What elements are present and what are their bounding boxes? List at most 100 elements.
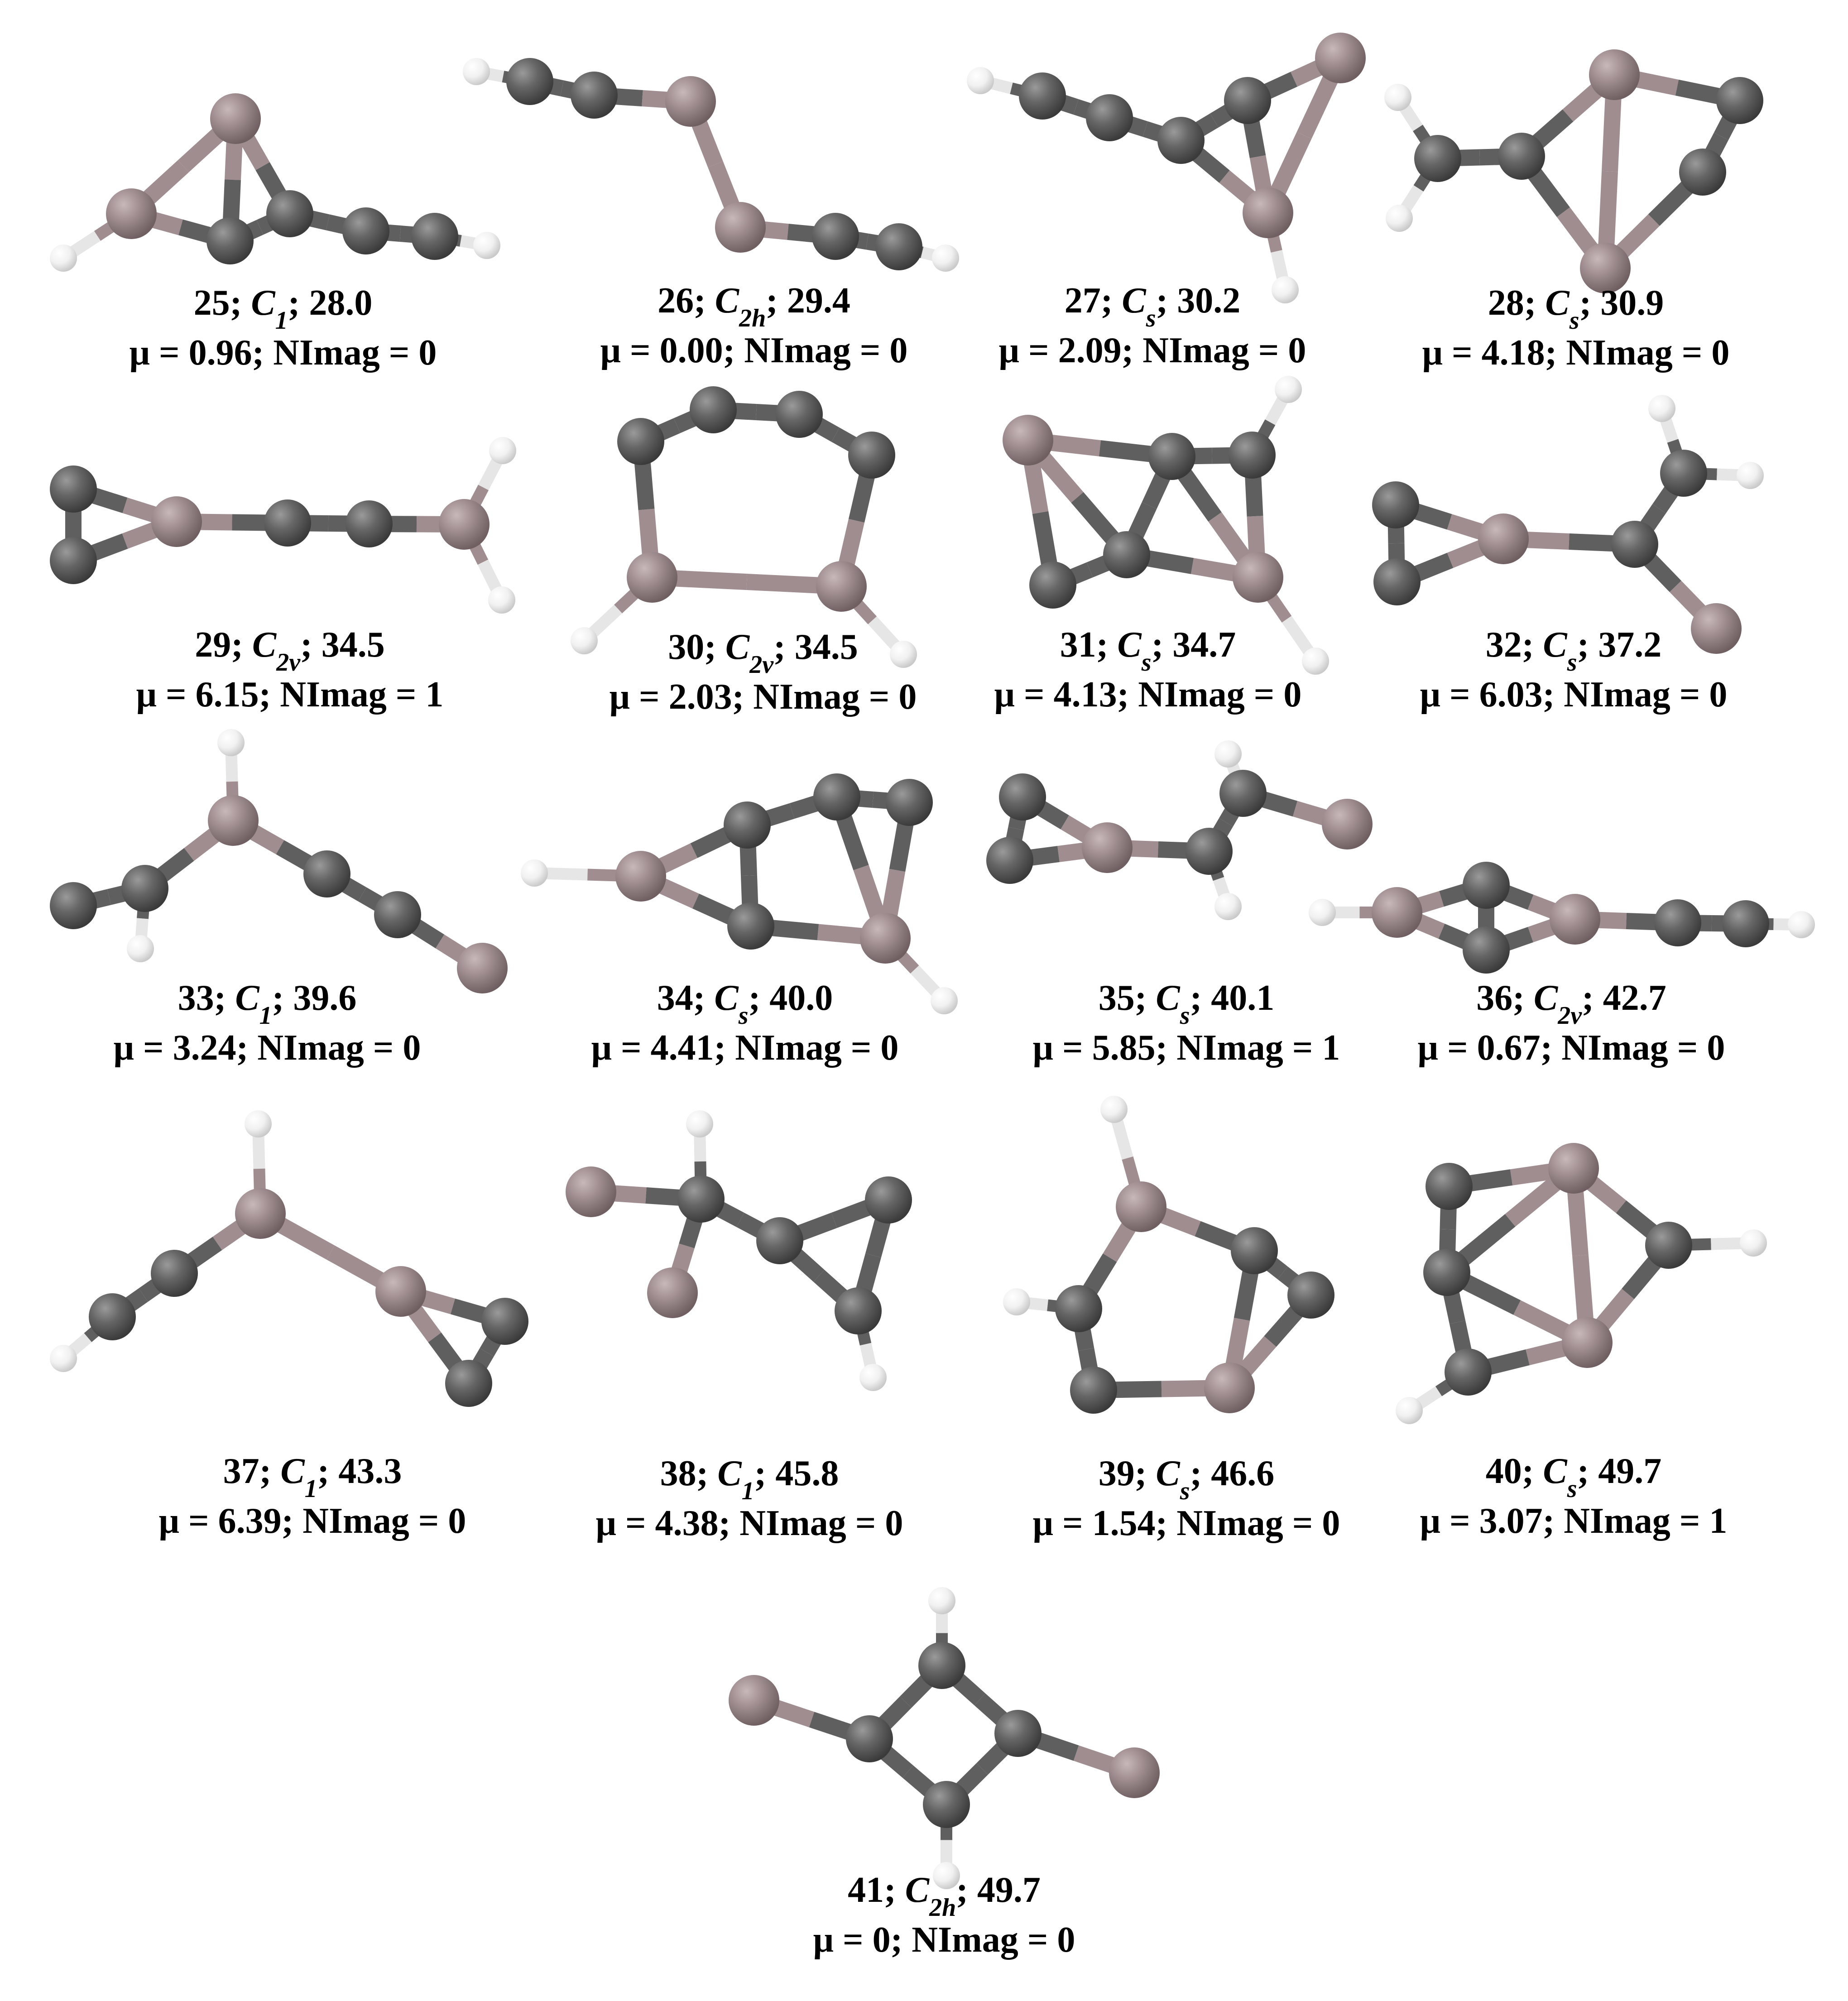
carbon-atom-26-1 [506, 58, 553, 105]
caption-line1-28: 28; Cs; 30.9 [1488, 283, 1664, 335]
caption-line1-41: 41; C2h; 49.7 [848, 1870, 1041, 1922]
caption-line2-29: μ = 6.15; NImag = 1 [136, 675, 444, 715]
boron-atom-35-6 [1322, 799, 1373, 849]
boron-atom-36-1 [1372, 887, 1422, 938]
caption-line2-27: μ = 2.09; NImag = 0 [999, 331, 1306, 370]
boron-atom-41-6 [729, 1675, 779, 1726]
carbon-atom-30-3 [690, 386, 737, 433]
boron-atom-41-7 [1109, 1747, 1160, 1798]
caption-line2-34: μ = 4.41; NImag = 0 [591, 1028, 899, 1068]
carbon-atom-31-4 [1229, 432, 1276, 479]
caption-line2-32: μ = 6.03; NImag = 0 [1420, 675, 1728, 715]
caption-line2-31: μ = 4.13; NImag = 0 [994, 675, 1302, 715]
carbon-atom-36-6 [1722, 900, 1769, 947]
carbon-atom-29-1 [50, 537, 97, 584]
boron-atom-25-0 [210, 93, 261, 144]
carbon-atom-30-2 [617, 418, 664, 465]
hydrogen-atom-39-0 [1100, 1096, 1128, 1123]
caption-line1-30: 30; C2v; 34.5 [668, 627, 858, 679]
hydrogen-atom-31-6 [1275, 376, 1302, 403]
hydrogen-atom-30-7 [890, 641, 917, 668]
carbon-atom-38-1 [677, 1176, 725, 1223]
boron-atom-40-0 [1548, 1143, 1599, 1194]
caption-line2-40: μ = 3.07; NImag = 1 [1420, 1501, 1728, 1541]
carbon-atom-28-3 [1679, 149, 1726, 196]
hydrogen-atom-37-0 [245, 1110, 272, 1137]
molecule-30: 30; C2v; 34.5μ = 2.03; NImag = 0 [571, 386, 917, 717]
caption-line1-32: 32; Cs; 37.2 [1486, 625, 1661, 677]
molecule-34: 34; Cs; 40.0μ = 4.41; NImag = 0 [521, 773, 958, 1068]
hydrogen-atom-33-0 [217, 729, 245, 756]
caption-line2-33: μ = 3.24; NImag = 0 [114, 1028, 421, 1068]
boron-atom-31-0 [1003, 415, 1053, 465]
caption-line2-35: μ = 5.85; NImag = 1 [1033, 1028, 1340, 1068]
carbon-atom-41-2 [994, 1710, 1042, 1757]
caption-line1-40: 40; Cs; 49.7 [1486, 1451, 1661, 1503]
carbon-atom-38-5 [865, 1176, 912, 1224]
carbon-atom-38-6 [835, 1287, 882, 1334]
molecule-38: 38; C1; 45.8μ = 4.38; NImag = 0 [566, 1110, 912, 1543]
caption-line2-36: μ = 0.67; NImag = 0 [1418, 1028, 1725, 1068]
boron-atom-36-4 [1550, 894, 1600, 945]
carbon-atom-40-4 [1445, 1348, 1492, 1396]
molecule-25: 25; C1; 28.0μ = 0.96; NImag = 0 [50, 93, 500, 373]
molecule-41: 41; C2h; 49.7μ = 0; NImag = 0 [729, 1587, 1160, 1960]
hydrogen-atom-29-7 [488, 586, 515, 614]
carbon-atom-30-4 [776, 391, 823, 438]
carbon-atom-26-6 [875, 223, 922, 270]
hydrogen-atom-25-6 [473, 232, 500, 259]
caption-line2-30: μ = 2.03; NImag = 0 [610, 677, 917, 717]
hydrogen-atom-25-7 [50, 245, 77, 272]
hydrogen-atom-32-6 [1737, 462, 1764, 489]
hydrogen-atom-41-0 [928, 1587, 955, 1614]
carbon-atom-29-0 [50, 465, 97, 513]
caption-line1-31: 31; Cs; 34.7 [1060, 625, 1236, 677]
hydrogen-atom-28-7 [1386, 205, 1413, 232]
carbon-atom-27-1 [1019, 72, 1066, 120]
hydrogen-atom-26-0 [463, 58, 490, 85]
hydrogen-atom-38-7 [859, 1364, 887, 1391]
boron-atom-30-1 [816, 561, 867, 612]
carbon-atom-31-3 [1148, 433, 1195, 480]
caption-line2-25: μ = 0.96; NImag = 0 [130, 333, 437, 373]
carbon-atom-26-5 [812, 213, 859, 260]
boron-atom-37-1 [235, 1188, 286, 1239]
hydrogen-atom-40-7 [1396, 1397, 1423, 1424]
boron-atom-26-4 [715, 202, 766, 253]
hydrogen-atom-28-6 [1384, 84, 1411, 111]
carbon-atom-29-3 [264, 499, 311, 547]
carbon-atom-35-4 [1219, 770, 1267, 817]
molecule-26: 26; C2h; 29.4μ = 0.00; NImag = 0 [463, 58, 959, 370]
carbon-atom-35-1 [986, 837, 1033, 884]
carbon-atom-34-2 [724, 801, 771, 849]
carbon-atom-35-0 [999, 773, 1046, 821]
boron-atom-37-5 [375, 1266, 426, 1317]
carbon-atom-25-3 [266, 190, 313, 237]
caption-line2-26: μ = 0.00; NImag = 0 [600, 331, 908, 370]
carbon-atom-39-2 [1231, 1227, 1278, 1274]
boron-atom-38-2 [566, 1166, 616, 1217]
boron-atom-28-0 [1589, 49, 1640, 100]
hydrogen-atom-34-0 [521, 859, 548, 887]
boron-atom-40-1 [1562, 1317, 1613, 1368]
boron-atom-35-2 [1082, 822, 1133, 873]
carbon-atom-39-6 [1055, 1285, 1102, 1332]
boron-atom-29-5 [439, 499, 490, 550]
carbon-atom-34-4 [813, 773, 860, 821]
caption-line1-27: 27; Cs; 30.2 [1065, 281, 1240, 332]
boron-atom-30-0 [627, 552, 677, 603]
molecule-40: 40; Cs; 49.7μ = 3.07; NImag = 1 [1396, 1143, 1767, 1541]
carbon-atom-38-4 [756, 1217, 803, 1264]
boron-atom-33-7 [457, 943, 508, 993]
boron-atom-31-5 [1233, 552, 1283, 603]
caption-line1-36: 36; C2v; 42.7 [1476, 978, 1666, 1030]
hydrogen-atom-33-4 [127, 935, 154, 962]
caption-line1-34: 34; Cs; 40.0 [657, 978, 833, 1030]
hydrogen-atom-38-0 [686, 1110, 713, 1137]
boron-atom-32-2 [1478, 513, 1529, 564]
boron-atom-27-6 [1243, 187, 1293, 238]
carbon-atom-36-2 [1463, 862, 1510, 909]
boron-atom-39-1 [1116, 1181, 1166, 1232]
hydrogen-atom-32-5 [1648, 395, 1675, 422]
carbon-atom-37-2 [151, 1250, 198, 1297]
